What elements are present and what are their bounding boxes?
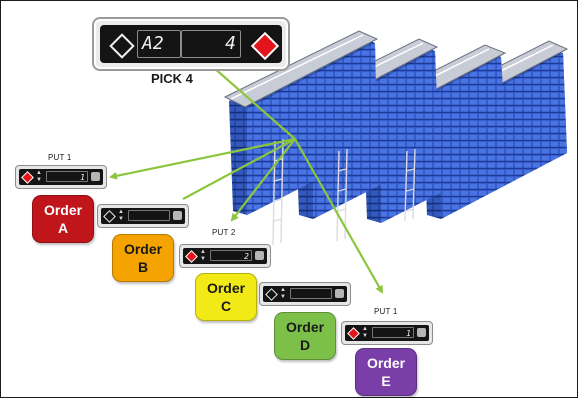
put-display-b: ▲▼ bbox=[97, 204, 189, 228]
pointer-arrows bbox=[109, 66, 383, 294]
order-a-word: Order bbox=[43, 202, 83, 218]
pick-quantity-readout: 4 bbox=[181, 30, 241, 58]
order-d-word: Order bbox=[285, 319, 325, 335]
pick-display-panel: A2 4 bbox=[100, 25, 282, 63]
confirm-button-icon bbox=[417, 328, 426, 337]
diamond-outline-icon bbox=[109, 33, 135, 59]
put-display-c: ▲▼ 2 bbox=[179, 244, 271, 268]
up-down-arrows-icon: ▲▼ bbox=[200, 249, 206, 262]
confirm-button-icon bbox=[91, 172, 100, 181]
order-d-box: Order D bbox=[274, 312, 336, 360]
diamond-outline-icon bbox=[265, 288, 278, 301]
arrow-from-pick-display bbox=[212, 66, 296, 140]
arrow-to-order-a-display bbox=[182, 138, 296, 200]
order-e-letter: E bbox=[381, 373, 391, 389]
order-b-word: Order bbox=[123, 241, 163, 257]
up-down-arrows-icon: ▲▼ bbox=[280, 287, 286, 300]
pick-label: PICK 4 bbox=[151, 71, 193, 86]
arrow-to-put-a bbox=[109, 137, 296, 180]
confirm-button-icon bbox=[173, 211, 182, 220]
order-a-box: Order A bbox=[32, 195, 94, 243]
up-down-arrows-icon: ▲▼ bbox=[362, 326, 368, 339]
pick-location-readout: A2 bbox=[137, 30, 181, 58]
put-label-e: PUT 1 bbox=[374, 307, 398, 316]
up-down-arrows-icon: ▲▼ bbox=[36, 170, 42, 183]
order-d-letter: D bbox=[299, 337, 311, 353]
order-b-letter: B bbox=[137, 259, 149, 275]
put-quantity-readout: 1 bbox=[46, 171, 88, 182]
pick-display: A2 4 bbox=[92, 17, 290, 71]
put-label-a: PUT 1 bbox=[48, 153, 72, 162]
red-diamond-icon bbox=[185, 250, 198, 263]
confirm-button-icon bbox=[255, 251, 264, 260]
red-diamond-icon bbox=[347, 327, 360, 340]
put-quantity-readout: 1 bbox=[372, 327, 414, 338]
order-e-word: Order bbox=[366, 355, 406, 371]
put-display-a: ▲▼ 1 bbox=[15, 165, 107, 189]
arrow-to-put-c bbox=[230, 138, 296, 222]
order-c-letter: C bbox=[220, 298, 232, 314]
order-b-box: Order B bbox=[112, 234, 174, 282]
put-quantity-readout bbox=[128, 210, 170, 221]
arrow-to-put-e bbox=[294, 138, 383, 294]
diamond-outline-icon bbox=[103, 210, 116, 223]
put-display-e: ▲▼ 1 bbox=[341, 321, 433, 345]
carousel-unit-1 bbox=[223, 30, 379, 215]
put-quantity-readout: 2 bbox=[210, 250, 252, 261]
put-display-d: ▲▼ bbox=[259, 282, 351, 306]
red-diamond-icon bbox=[250, 31, 280, 61]
order-c-word: Order bbox=[206, 280, 246, 296]
order-a-letter: A bbox=[57, 220, 69, 236]
put-label-c: PUT 2 bbox=[212, 228, 236, 237]
up-down-arrows-icon: ▲▼ bbox=[118, 209, 124, 222]
order-c-box: Order C bbox=[195, 273, 257, 321]
order-e-box: Order E bbox=[355, 348, 417, 396]
red-diamond-icon bbox=[21, 171, 34, 184]
confirm-button-icon bbox=[335, 289, 344, 298]
put-quantity-readout bbox=[290, 288, 332, 299]
